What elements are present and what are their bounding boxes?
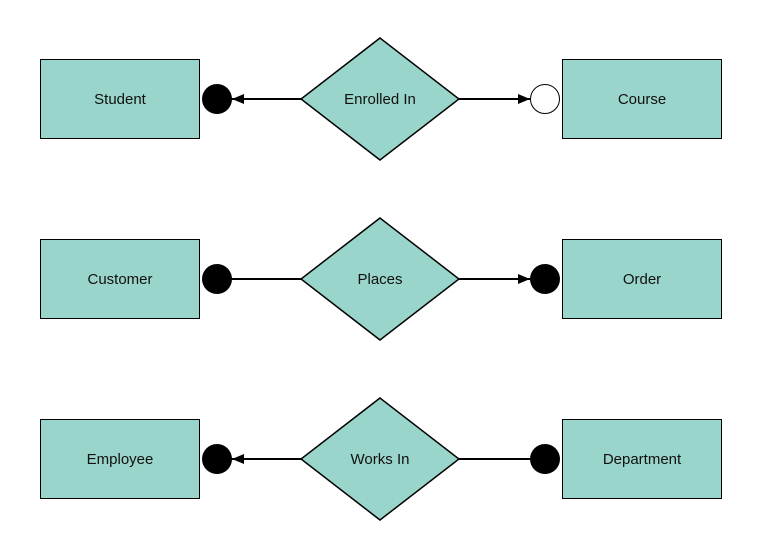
entity-department[interactable]: Department <box>562 419 722 499</box>
filled-circle-terminator[interactable] <box>202 264 232 294</box>
entity-customer[interactable]: Customer <box>40 239 200 319</box>
entity-label: Order <box>622 270 662 288</box>
connector-line[interactable] <box>459 278 531 280</box>
connector-line[interactable] <box>459 98 531 100</box>
diamond-shape <box>300 37 460 161</box>
arrowhead-right-icon <box>518 274 530 284</box>
relationship-row: Student Enrolled In Course <box>0 37 761 161</box>
connector-line[interactable] <box>459 458 531 460</box>
relationship-enrolled-in[interactable]: Enrolled In <box>300 37 460 161</box>
relationship-works-in[interactable]: Works In <box>300 397 460 521</box>
connector-line[interactable] <box>231 458 301 460</box>
filled-circle-terminator[interactable] <box>202 444 232 474</box>
diamond-polygon <box>300 37 460 161</box>
entity-label: Student <box>94 90 146 108</box>
filled-circle-terminator[interactable] <box>530 264 560 294</box>
entity-label: Customer <box>87 270 153 288</box>
diamond-polygon <box>300 397 460 521</box>
relationship-row: Employee Works In Department <box>0 397 761 521</box>
diamond-shape <box>300 217 460 341</box>
entity-student[interactable]: Student <box>40 59 200 139</box>
arrowhead-right-icon <box>518 94 530 104</box>
diamond-polygon <box>300 217 460 341</box>
arrowhead-left-icon <box>232 94 244 104</box>
entity-label: Department <box>602 450 682 468</box>
filled-circle-terminator[interactable] <box>530 444 560 474</box>
connector-line[interactable] <box>231 98 301 100</box>
arrowhead-left-icon <box>232 454 244 464</box>
open-circle-terminator[interactable] <box>530 84 560 114</box>
entity-label: Course <box>617 90 667 108</box>
entity-course[interactable]: Course <box>562 59 722 139</box>
entity-label: Employee <box>86 450 154 468</box>
entity-order[interactable]: Order <box>562 239 722 319</box>
relationship-row: Customer Places Order <box>0 217 761 341</box>
relationship-places[interactable]: Places <box>300 217 460 341</box>
filled-circle-terminator[interactable] <box>202 84 232 114</box>
entity-employee[interactable]: Employee <box>40 419 200 499</box>
diamond-shape <box>300 397 460 521</box>
connector-line[interactable] <box>231 278 301 280</box>
